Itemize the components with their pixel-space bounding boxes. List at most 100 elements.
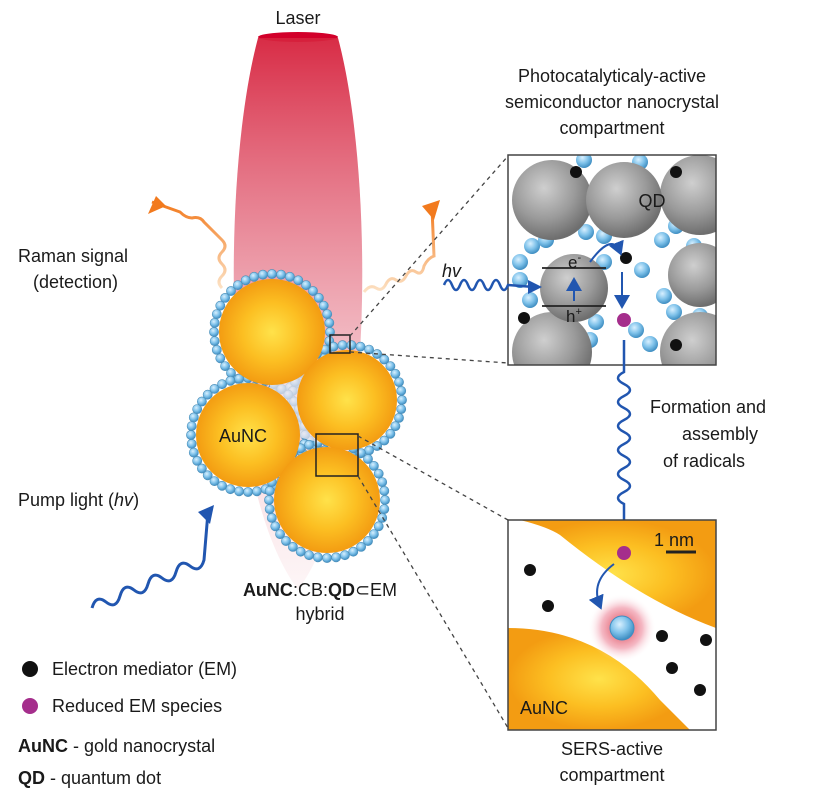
formation-label-line1: Formation and [650,397,766,417]
zoom-connectors [349,155,509,729]
photo-title-line1: Photocatalyticaly-active [518,66,706,86]
em-dot [666,662,678,674]
legend-aunc: AuNC - gold nanocrystal [18,736,215,756]
hv-label-top: hv [442,261,462,281]
cb-molecule [377,477,388,487]
cb-molecule [188,447,199,458]
scale-label: 1 nm [654,530,694,550]
legend-em: Electron mediator (EM) [52,659,237,679]
raman-wave-right [362,207,436,293]
hybrid-label-line1: AuNC:CB:QD⊂EM [243,580,397,600]
cb-molecule [397,395,407,405]
cb-molecule [339,550,350,561]
hole-label: h+ [566,306,582,326]
cb-molecule [313,292,324,303]
cb-molecule [390,421,401,432]
cb-molecule [394,377,404,387]
cb-molecule [220,292,230,303]
em-dot [542,600,554,612]
cb-molecule [225,484,236,495]
cb-molecule [209,336,220,346]
cb-molecule [512,254,528,270]
cb-molecule [322,553,332,563]
em-legend-icon [22,661,38,677]
cb-molecule [642,336,658,352]
cb-molecule [211,309,222,319]
em-dot [524,564,536,576]
cb-molecule [368,529,379,539]
cb-molecule [186,438,197,449]
cb-molecule [356,542,366,552]
cb-molecule [301,280,311,290]
cb-molecule [304,550,314,561]
cb-molecule [512,272,528,288]
cb-molecule [211,344,222,355]
cb-molecule [196,396,207,407]
cb-molecule [394,412,404,423]
cb-molecule [524,238,540,254]
sers-panel-border [507,519,717,731]
cb-molecule [379,504,390,514]
cb-molecule [186,421,197,431]
cb-molecule [192,455,203,466]
cb-molecule [293,275,304,286]
formation-label-line2: assembly [682,424,758,444]
cb-molecule [287,542,298,552]
radical-formation-wave [616,340,632,538]
cb-molecule [346,340,357,351]
pump-arrow-icon [198,505,214,524]
em-dot [670,166,682,178]
em-dot [620,252,632,264]
cb-molecule [220,361,230,371]
cb-molecule [217,379,227,390]
cb-molecule [522,292,538,308]
photo-title-line3: compartment [559,118,664,138]
cb-molecule [281,536,291,546]
cb-molecule [264,504,275,514]
cb-molecule [202,389,213,400]
cb-molecule [192,404,203,414]
photo-title-line2: semiconductor nanocrystal [505,92,719,112]
gold-particle-2 [297,350,397,450]
laser-label: Laser [275,8,320,28]
cb-molecule [276,269,286,280]
cb-molecule [390,368,401,379]
cb-molecule [188,412,199,423]
raman-label-line1: Raman signal [18,246,128,266]
gold-particle-1 [219,279,325,385]
cb-molecule [396,404,407,414]
legend: Electron mediator (EM) Reduced EM specie… [18,659,237,788]
cb-molecule [217,480,227,491]
em-dot [700,634,712,646]
em-dot [518,312,530,324]
cb-molecule [186,430,196,440]
em-dot [670,339,682,351]
cb-molecule [264,495,274,505]
gold-surface-top [508,520,716,628]
photocatalytic-panel [507,154,717,366]
cb-molecule [264,485,275,496]
cb-molecule [308,286,318,296]
cb-molecule [267,269,277,279]
aunc-sers-label: AuNC [520,698,568,718]
cb-molecule [251,486,262,497]
hv-arrow-top-icon [528,280,542,294]
legend-reduced: Reduced EM species [52,696,222,716]
qd-sphere-main [586,162,662,238]
zoom-box-top [329,334,351,354]
raman-arrow-left-icon [148,196,166,214]
raman-arrow-right-icon [422,200,440,220]
qd-sphere-2 [660,155,716,235]
cb-molecule [666,304,682,320]
cb-molecule [576,155,592,168]
sers-title-line2: compartment [559,765,664,785]
cb-molecule [331,552,341,563]
cb-molecule [202,470,213,481]
cb-molecule [364,344,374,355]
em-dot [570,166,582,178]
cb-molecule [312,552,323,563]
cb-molecule [275,529,285,539]
cb-molecule [318,300,329,311]
cb-molecule [654,232,670,248]
photocatalytic-panel-border [507,154,717,366]
